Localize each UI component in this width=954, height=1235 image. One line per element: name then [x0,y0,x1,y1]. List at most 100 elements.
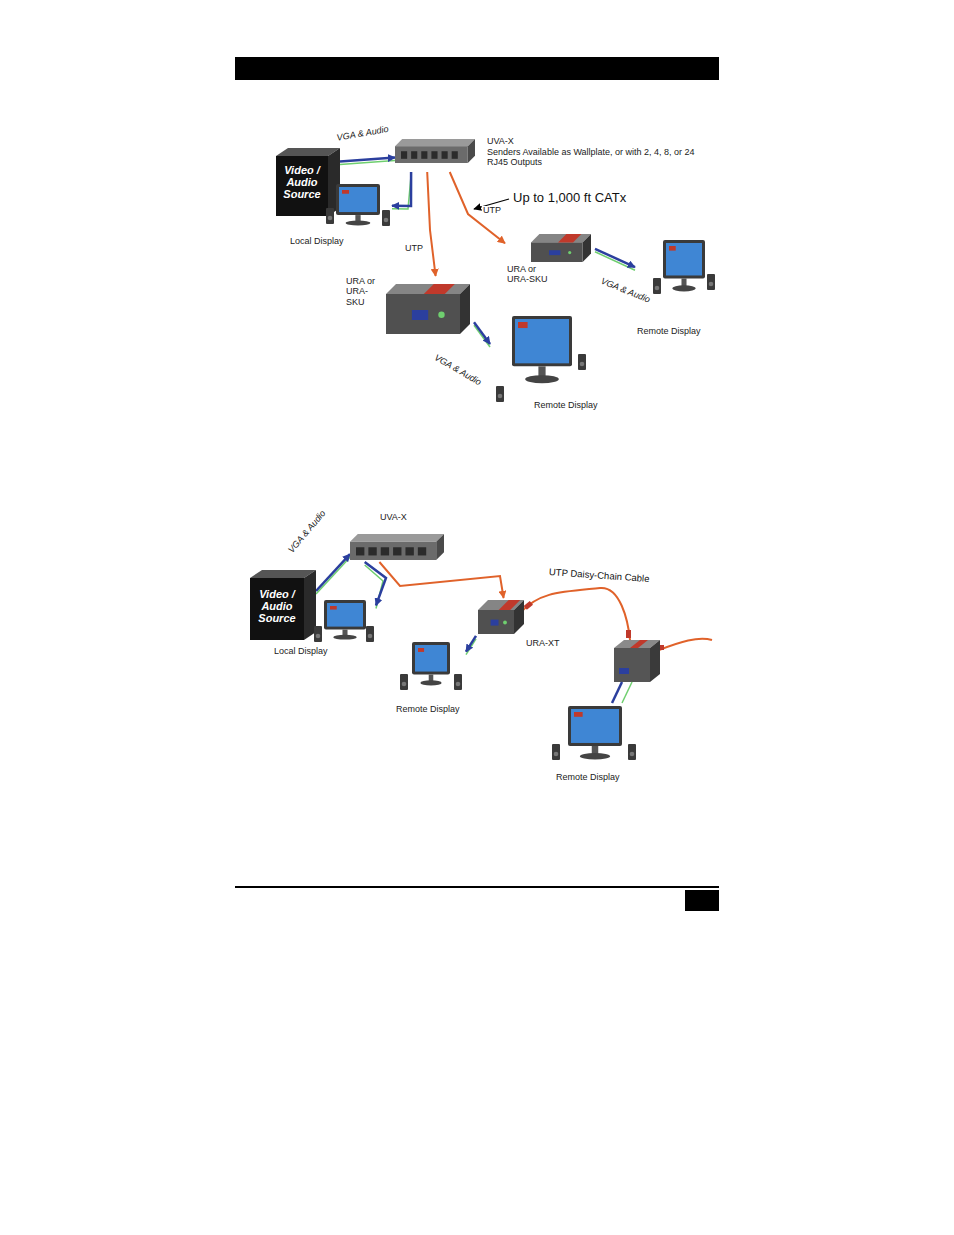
audio-cable [595,252,635,270]
text-slot: Remote Display [534,400,610,410]
sender-node: UVA-XSenders Available as Wallplate, or … [395,136,717,172]
audio-cable [466,639,476,655]
sender-top [395,139,475,146]
cable-label: UTP [404,244,424,254]
text-slot: UVA-X [487,136,567,146]
vga-cable [392,172,411,206]
speaker-cone [384,218,389,223]
receiver-side [514,600,524,634]
monitor-base [580,753,610,759]
receiver-stripe [499,600,521,610]
utp-cable [427,172,435,276]
receiver-body [386,294,460,334]
header-bar [235,57,719,80]
speaker [653,278,661,294]
receiver-stripe [424,284,455,294]
sender-body [350,542,436,560]
speaker [628,744,636,760]
vga-cable [466,636,476,652]
speaker-cone [655,286,660,291]
text-slot: Video / Audio Source [252,588,302,624]
text-slot: Video / Audio Source [278,164,326,200]
text-slot: Remote Display [396,704,464,714]
text-slot: Local Display [274,646,346,656]
daisy-chain-cable [659,639,712,650]
vga-cable [474,322,490,344]
monitor-frame [663,240,705,278]
speaker-cone [498,394,503,399]
tower-front [250,578,304,640]
utp-cable-line [427,172,435,276]
footer-rule [235,886,719,888]
receiver-body [614,648,650,682]
illustration-group [250,570,316,640]
receiver-body [478,610,514,634]
speaker [552,744,560,760]
tower-node: Video / Audio Source [276,148,340,216]
illustration-group [531,234,591,262]
device-label: UVA-X [380,512,430,522]
vga-cable [595,249,635,267]
display-node: Remote Display [546,704,642,788]
tower-front [276,156,328,216]
device-label: Local Display [290,236,362,246]
vga-port [491,620,499,626]
monitor-screen [327,603,363,627]
device-label: Remote Display [637,326,713,336]
device-label: UVA-X [487,136,567,146]
speaker-cone [328,216,333,221]
screen-logo [418,648,424,652]
speaker [314,626,322,642]
vga-audio-cable [316,554,350,594]
device-label: Remote Display [556,772,640,782]
vga-port [619,668,629,674]
screen-logo [574,712,583,717]
speaker-cone [709,282,714,287]
audio-cable [316,557,350,594]
monitor-screen [515,319,569,363]
screen-logo [669,246,676,251]
daisy-chain-cable [521,588,630,640]
device-label: Local Display [274,646,346,656]
cable-label: VGA & Audio [432,353,484,389]
vga-audio-cable [392,172,411,209]
vga-cable [340,158,395,162]
rj45-port [431,151,437,159]
vga-audio-cable [474,322,490,347]
sender-side [436,534,444,560]
audio-cable [392,175,411,209]
vga-audio-cable [466,636,476,655]
monitor-frame [336,184,380,215]
utp-cable-line [450,172,505,243]
monitor-base [346,221,371,226]
speaker-cone [554,752,559,757]
vga-port [549,250,560,255]
distance-note: Up to 1,000 ft CATx [512,190,627,205]
rj45-port [401,151,407,159]
receiver-node: URA or URA-SKU [346,276,474,342]
illustration-group [552,706,636,760]
display-node: Local Display [288,182,392,250]
monitor-frame [412,642,450,675]
receiver-top [386,284,470,294]
monitor-frame [568,706,622,746]
device-note: Senders Available as Wallplate, or with … [487,147,712,168]
screen-logo [342,190,349,194]
audio-cable [365,565,383,608]
device-label: Remote Display [396,704,464,714]
speaker-cone [580,362,585,367]
text-slot: URA-XT [526,638,566,648]
utp-cable-line [379,562,503,598]
rj45-port [421,151,427,159]
monitor-frame [324,600,366,630]
cable-label: VGA & Audio [335,125,390,144]
rj45-plug [626,630,631,638]
vga-cable [316,554,350,591]
display-node: Remote Display [396,640,466,718]
speaker [496,386,504,402]
monitor-base [333,635,357,640]
text-slot: Local Display [290,236,362,246]
device-label: URA-XT [526,638,566,648]
